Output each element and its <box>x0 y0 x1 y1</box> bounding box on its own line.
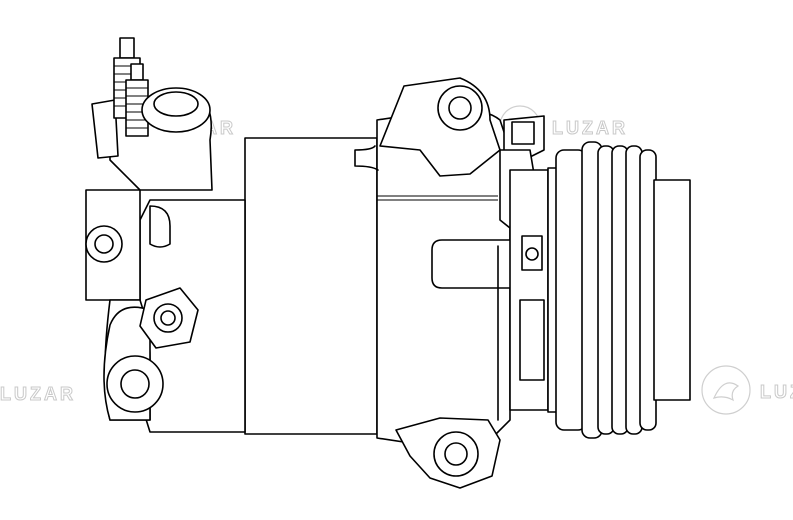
clutch-nose <box>509 169 549 411</box>
threaded-stud <box>125 63 149 137</box>
watermark-text: LUZAR <box>760 382 793 402</box>
plug-detail <box>149 205 171 248</box>
watermark-logo-icon <box>701 365 751 415</box>
mount-hole <box>106 355 164 413</box>
watermark-left: LUZAR <box>0 384 76 405</box>
compressor-body <box>244 108 541 447</box>
watermark-right: LUZAR <box>701 365 793 415</box>
bottom-mount-ear <box>395 417 501 489</box>
port-ring <box>141 87 211 133</box>
mount-hole <box>85 225 123 263</box>
top-mount-ear <box>379 77 501 177</box>
watermark-text: LUZAR <box>0 384 76 404</box>
pulley <box>547 141 691 439</box>
watermark-text: LUZAR <box>552 118 628 138</box>
mount-hole <box>139 287 199 349</box>
